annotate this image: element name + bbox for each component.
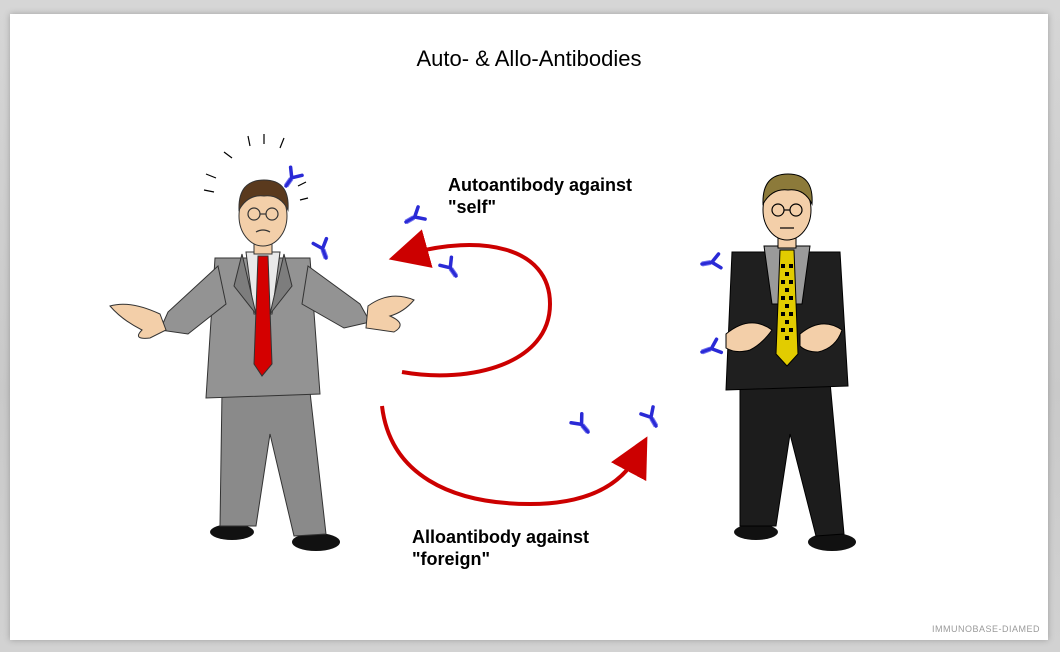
slide: Auto- & Allo-Antibodies (10, 14, 1048, 640)
antibody-icon (700, 339, 722, 358)
antibody-icon (440, 257, 462, 280)
autoantibody-label-line2: "self" (448, 196, 632, 218)
person-right-icon (726, 174, 856, 551)
alloantibody-arrow (382, 406, 638, 504)
alloantibody-label: Alloantibody against "foreign" (412, 526, 589, 570)
antibody-icon (403, 207, 426, 228)
alloantibody-label-line1: Alloantibody against (412, 526, 589, 548)
antibody-icon (571, 414, 593, 437)
watermark: IMMUNOBASE-DIAMED (932, 624, 1040, 634)
autoantibody-arrow (402, 245, 550, 375)
person-left-icon (110, 134, 414, 551)
antibody-icon (280, 167, 302, 190)
antibody-icon (701, 254, 721, 271)
alloantibody-label-line2: "foreign" (412, 548, 589, 570)
autoantibody-label-line1: Autoantibody against (448, 174, 632, 196)
antibody-icon (641, 407, 662, 430)
autoantibody-label: Autoantibody against "self" (448, 174, 632, 218)
antibody-icon (313, 239, 332, 261)
